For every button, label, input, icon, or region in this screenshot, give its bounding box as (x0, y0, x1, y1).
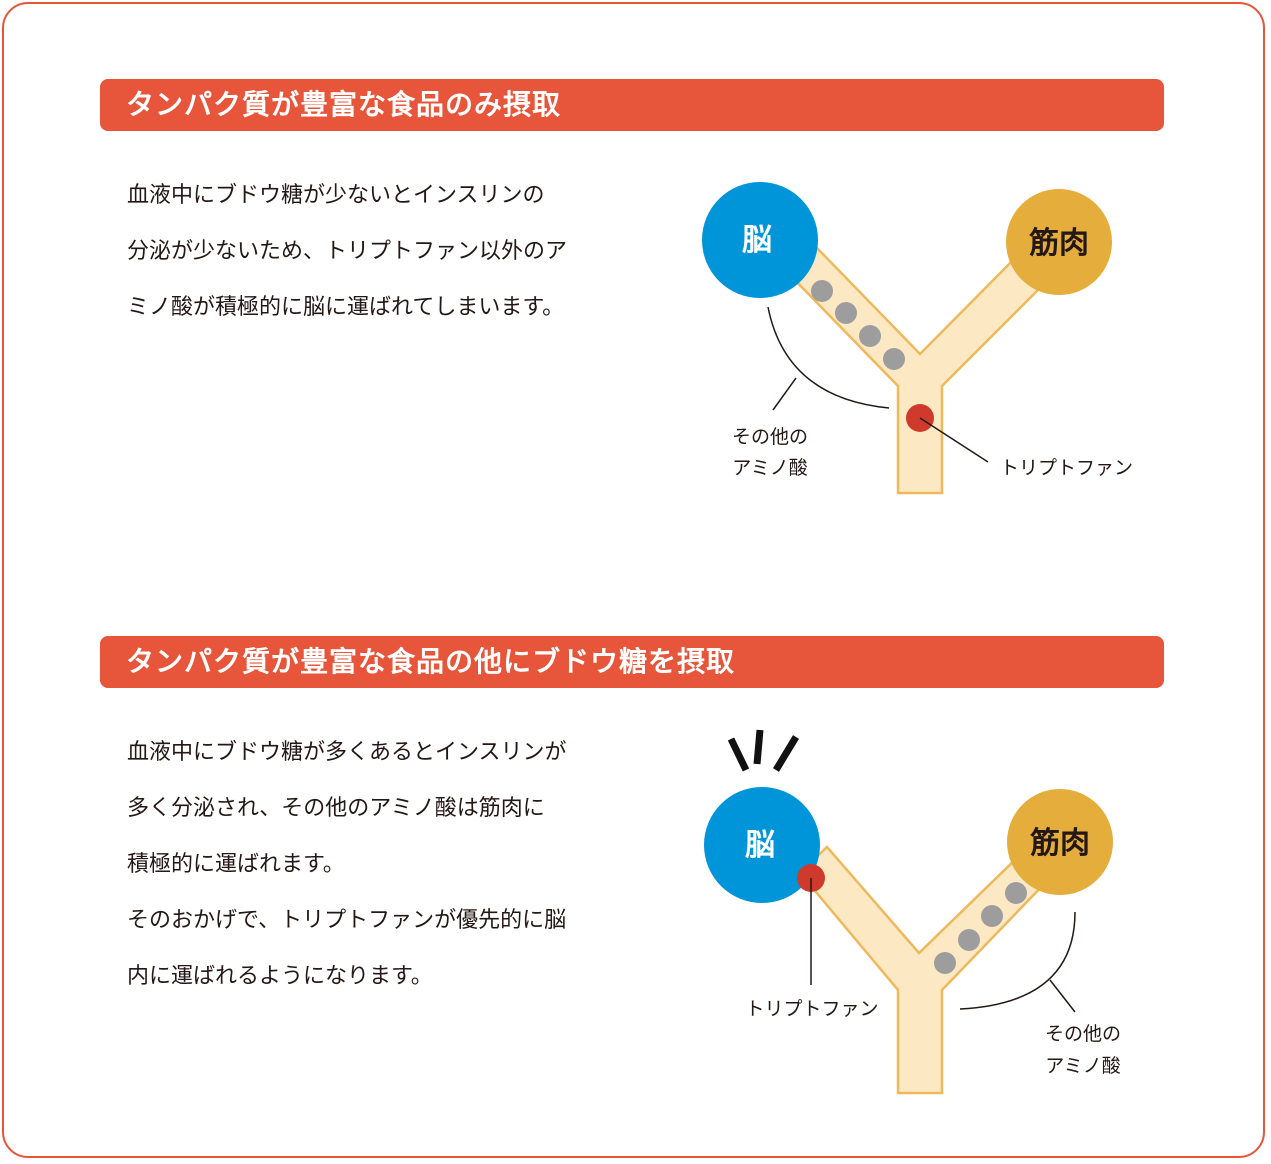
other-amino-bracket (959, 911, 1076, 1010)
other-amino-bracket (767, 306, 890, 409)
tryptophan-leader (919, 417, 989, 463)
other-amino-label: アミノ酸 (1045, 1055, 1121, 1077)
amino-acid-dot (859, 325, 881, 347)
muscle-node (1007, 789, 1113, 895)
vessel-y (788, 238, 1064, 495)
amino-acid-dot (1005, 882, 1027, 904)
other-amino-leader (1049, 979, 1076, 1013)
section1-line: 分泌が少ないため、トリプトファン以外のア (127, 239, 568, 264)
section2-text: 血液中にブドウ糖が多くあるとインスリンが 多く分泌され、その他のアミノ酸は筋肉に… (127, 725, 667, 1005)
section2-banner: タンパク質が豊富な食品の他にブドウ糖を摂取 (100, 636, 1164, 688)
section1-line: 血液中にブドウ糖が少ないとインスリンの (127, 183, 545, 208)
section2-line: 積極的に運ばれます。 (127, 852, 345, 877)
amino-acid-dot (883, 348, 905, 370)
muscle-label: 筋肉 (1029, 226, 1089, 261)
muscle-node (1006, 189, 1112, 295)
section2-diagram: 脳 筋肉 トリプトファン その他の アミノ酸 (704, 729, 1121, 1095)
section1-diagram: 脳 筋肉 その他の アミノ酸 トリプトファン (702, 182, 1133, 495)
brain-node (702, 182, 818, 298)
amino-acid-dot (934, 952, 956, 974)
other-amino-label: アミノ酸 (732, 457, 808, 479)
tryptophan-label: トリプトファン (1000, 457, 1133, 479)
section1-line: ミノ酸が積極的に脳に運ばれてしまいます。 (127, 295, 565, 320)
other-amino-label: その他の (732, 426, 808, 448)
amino-acid-dot (811, 280, 833, 302)
brain-label: 脳 (745, 828, 775, 863)
amino-acid-dot (981, 905, 1003, 927)
muscle-label: 筋肉 (1030, 826, 1090, 861)
section1-banner: タンパク質が豊富な食品のみ摂取 (100, 79, 1164, 131)
section2-line: 血液中にブドウ糖が多くあるとインスリンが (127, 740, 567, 765)
brain-node (704, 787, 820, 903)
section2-line: 多く分泌され、その他のアミノ酸は筋肉に (127, 796, 545, 821)
other-amino-leader (772, 377, 797, 411)
brain-label: 脳 (742, 223, 772, 258)
section1-title: タンパク質が豊富な食品のみ摂取 (126, 88, 562, 121)
burst-lines (727, 729, 799, 772)
other-amino-label: その他の (1045, 1023, 1121, 1045)
amino-acid-dot (958, 929, 980, 951)
section1-text: 血液中にブドウ糖が少ないとインスリンの 分泌が少ないため、トリプトファン以外のア… (127, 168, 667, 336)
section2-line: 内に運ばれるようになります。 (127, 964, 433, 989)
tryptophan-label: トリプトファン (745, 998, 878, 1020)
section2-line: そのおかげで、トリプトファンが優先的に脳 (127, 908, 567, 933)
section2-title: タンパク質が豊富な食品の他にブドウ糖を摂取 (126, 645, 736, 678)
amino-acid-dot (835, 302, 857, 324)
